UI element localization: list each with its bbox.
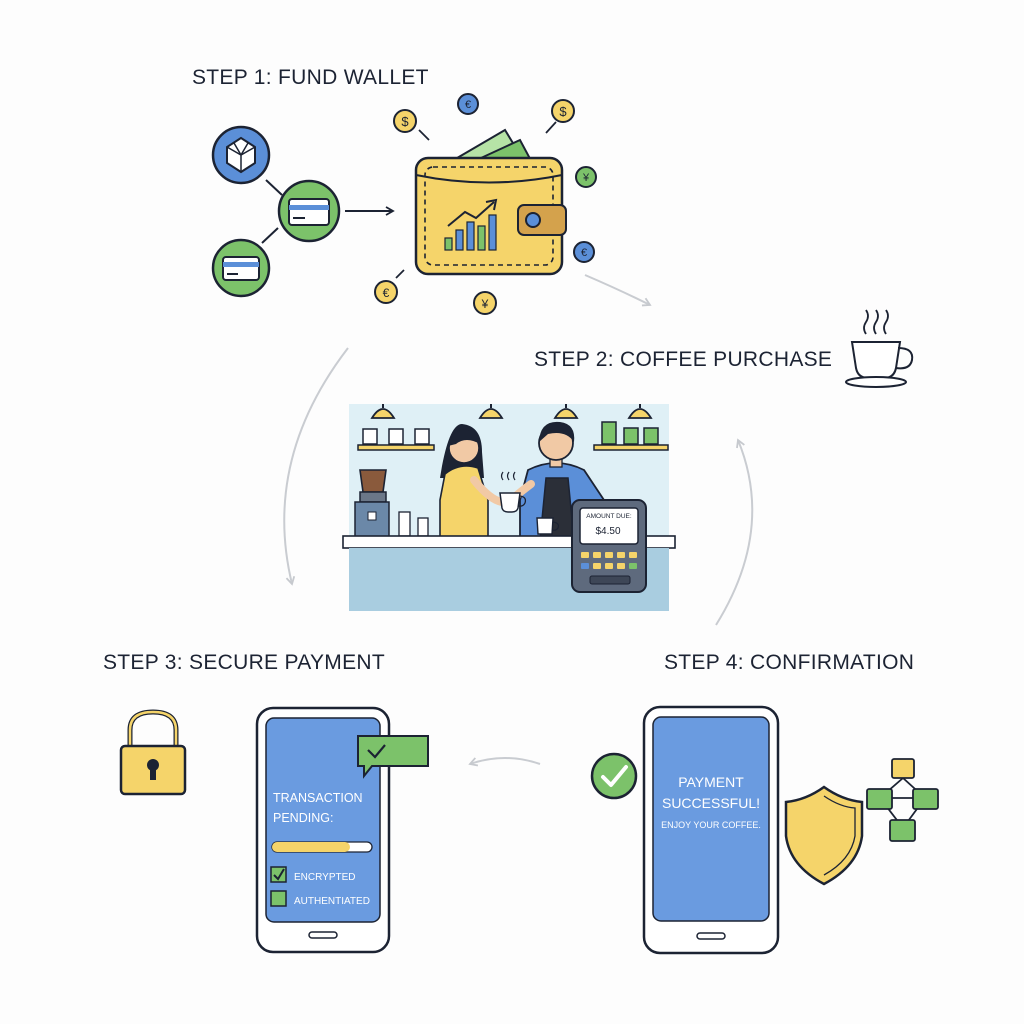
pendant-lamps bbox=[370, 404, 653, 419]
credit-card-icon bbox=[211, 238, 271, 298]
check-row-encrypted: ENCRYPTED bbox=[270, 866, 356, 883]
cup-shelf-right bbox=[593, 421, 669, 451]
step-1-group: $ € $ ¥ € € bbox=[211, 93, 597, 315]
coin-dollar-icon: $ bbox=[545, 99, 575, 134]
coffee-shop-scene: AMOUNT DUE: $4.50 bbox=[342, 404, 676, 611]
wallet-icon bbox=[414, 128, 567, 276]
step-1-title: STEP 1: FUND WALLET bbox=[192, 66, 429, 89]
confirmation-line2: SUCCESSFUL! bbox=[662, 795, 760, 811]
check-icon bbox=[273, 868, 285, 881]
confirmation-line1: PAYMENT bbox=[678, 774, 744, 790]
handed-coffee-cup bbox=[499, 471, 527, 513]
transaction-status-line2: PENDING: bbox=[273, 811, 333, 825]
confirmation-line3: ENJOY YOUR COFFEE. bbox=[661, 820, 761, 830]
flow-arrow-4-to-3 bbox=[468, 757, 541, 767]
flow-arrow-1-to-2 bbox=[584, 274, 652, 307]
coin-euro-icon: € bbox=[374, 269, 405, 304]
credit-card-icon bbox=[277, 179, 341, 243]
coin-euro-icon: € bbox=[573, 241, 595, 263]
cup-shelf-left bbox=[357, 428, 435, 451]
padlock-icon bbox=[119, 709, 187, 796]
checkbox-authenticated bbox=[270, 890, 287, 907]
transaction-status-line1: TRANSACTION bbox=[273, 791, 363, 805]
shield-icon bbox=[784, 785, 864, 886]
terminal-amount: $4.50 bbox=[595, 526, 620, 537]
flow-arrow-2-to-3 bbox=[283, 347, 349, 586]
payment-terminal: AMOUNT DUE: $4.50 bbox=[571, 499, 647, 593]
svg-text:¥: ¥ bbox=[481, 297, 489, 311]
blockchain-icon bbox=[866, 758, 939, 842]
coin-yen-icon: ¥ bbox=[575, 166, 597, 188]
check-label-encrypted: ENCRYPTED bbox=[294, 872, 356, 883]
check-label-authenticated: AUTHENTIATED bbox=[294, 896, 370, 907]
coffee-cup-icon bbox=[845, 309, 914, 388]
connector-line bbox=[265, 179, 283, 196]
check-row-authenticated: AUTHENTIATED bbox=[270, 890, 370, 907]
confirmation-phone: PAYMENT SUCCESSFUL! ENJOY YOUR COFFEE. bbox=[642, 705, 780, 955]
coin-euro-icon: € bbox=[457, 93, 479, 115]
svg-text:€: € bbox=[465, 99, 471, 111]
svg-text:$: $ bbox=[559, 104, 567, 119]
chat-check-bubble-icon bbox=[357, 735, 429, 779]
coin-yen-icon: ¥ bbox=[473, 291, 497, 315]
svg-text:€: € bbox=[383, 286, 390, 300]
coffee-grinder bbox=[354, 469, 390, 539]
step-3-title: STEP 3: SECURE PAYMENT bbox=[103, 651, 385, 674]
svg-text:$: $ bbox=[401, 114, 409, 129]
connector-line bbox=[261, 227, 279, 244]
svg-text:¥: ¥ bbox=[582, 172, 590, 184]
flow-arrow-4-to-2 bbox=[715, 438, 754, 626]
secure-payment-phone: TRANSACTION PENDING: ENCRYPTED AUTHENTIA… bbox=[255, 706, 391, 954]
step-4-title: STEP 4: CONFIRMATION bbox=[664, 651, 915, 674]
transaction-progress-bar bbox=[271, 841, 373, 853]
customer-figure bbox=[439, 424, 506, 539]
terminal-label: AMOUNT DUE: bbox=[586, 513, 632, 520]
check-badge-icon bbox=[590, 752, 638, 800]
counter-mug bbox=[536, 517, 560, 535]
crypto-coin-icon bbox=[211, 125, 271, 185]
svg-text:€: € bbox=[581, 247, 587, 259]
step-2-title: STEP 2: COFFEE PURCHASE bbox=[534, 348, 833, 371]
coin-dollar-icon: $ bbox=[393, 109, 430, 141]
